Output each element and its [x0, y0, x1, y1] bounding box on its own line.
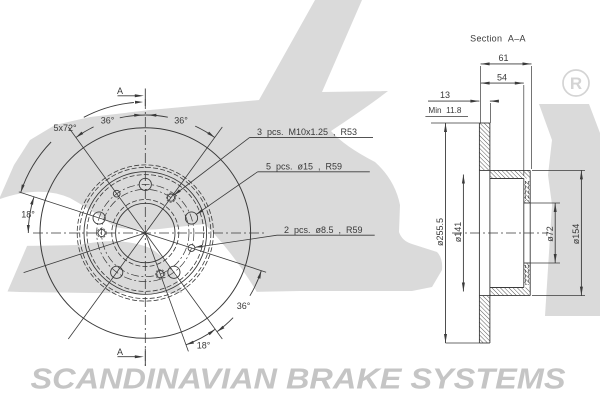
svg-text:2 pcs. ø8.5 , R59: 2 pcs. ø8.5 , R59	[284, 225, 363, 235]
svg-text:Section A–A: Section A–A	[470, 34, 526, 44]
svg-text:54: 54	[497, 72, 507, 82]
svg-text:ø154: ø154	[571, 224, 581, 245]
svg-text:R: R	[570, 74, 582, 93]
svg-text:61: 61	[498, 53, 508, 63]
svg-text:ø141: ø141	[453, 222, 463, 243]
svg-text:13: 13	[440, 90, 450, 100]
svg-text:5 pcs. ø15 , R59: 5 pcs. ø15 , R59	[266, 161, 342, 171]
svg-text:SCANDINAVIAN BRAKE SYSTEMS: SCANDINAVIAN BRAKE SYSTEMS	[31, 364, 566, 396]
svg-text:ø255.5: ø255.5	[435, 218, 445, 246]
svg-text:A: A	[117, 86, 123, 96]
svg-text:18°: 18°	[197, 341, 211, 351]
svg-text:ø72: ø72	[545, 226, 555, 242]
svg-text:18°: 18°	[21, 210, 35, 220]
svg-text:3 pcs. M10x1.25 , R53: 3 pcs. M10x1.25 , R53	[257, 127, 357, 137]
svg-text:A: A	[117, 347, 123, 357]
svg-text:5x72°: 5x72°	[53, 123, 77, 133]
svg-text:36°: 36°	[101, 116, 115, 126]
svg-text:36°: 36°	[174, 116, 188, 126]
svg-text:Min 11.8: Min 11.8	[428, 106, 462, 115]
svg-text:36°: 36°	[237, 301, 251, 311]
